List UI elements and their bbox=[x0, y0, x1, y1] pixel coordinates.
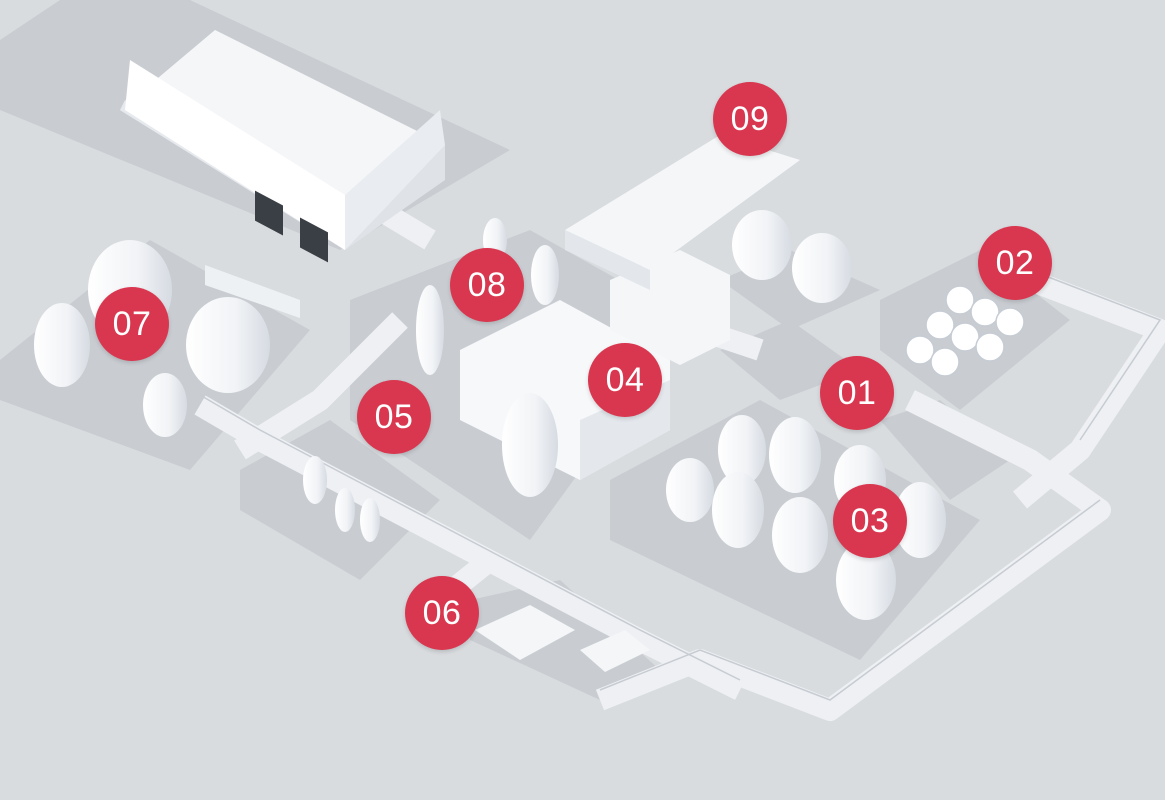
marker-01[interactable]: 01 bbox=[820, 356, 894, 430]
equipment-06 bbox=[475, 605, 650, 672]
marker-08[interactable]: 08 bbox=[450, 248, 524, 322]
cooling-fans bbox=[905, 285, 1025, 377]
tanker-truck bbox=[205, 265, 300, 318]
marker-05[interactable]: 05 bbox=[357, 380, 431, 454]
storage-tanks bbox=[34, 210, 946, 620]
long-building bbox=[565, 135, 800, 290]
marker-02[interactable]: 02 bbox=[978, 226, 1052, 300]
marker-06[interactable]: 06 bbox=[405, 576, 479, 650]
marker-04[interactable]: 04 bbox=[588, 343, 662, 417]
marker-09[interactable]: 09 bbox=[713, 82, 787, 156]
marker-03[interactable]: 03 bbox=[833, 484, 907, 558]
marker-07[interactable]: 07 bbox=[95, 287, 169, 361]
warehouse bbox=[120, 30, 445, 263]
pipe-rack-rails bbox=[199, 269, 1162, 701]
